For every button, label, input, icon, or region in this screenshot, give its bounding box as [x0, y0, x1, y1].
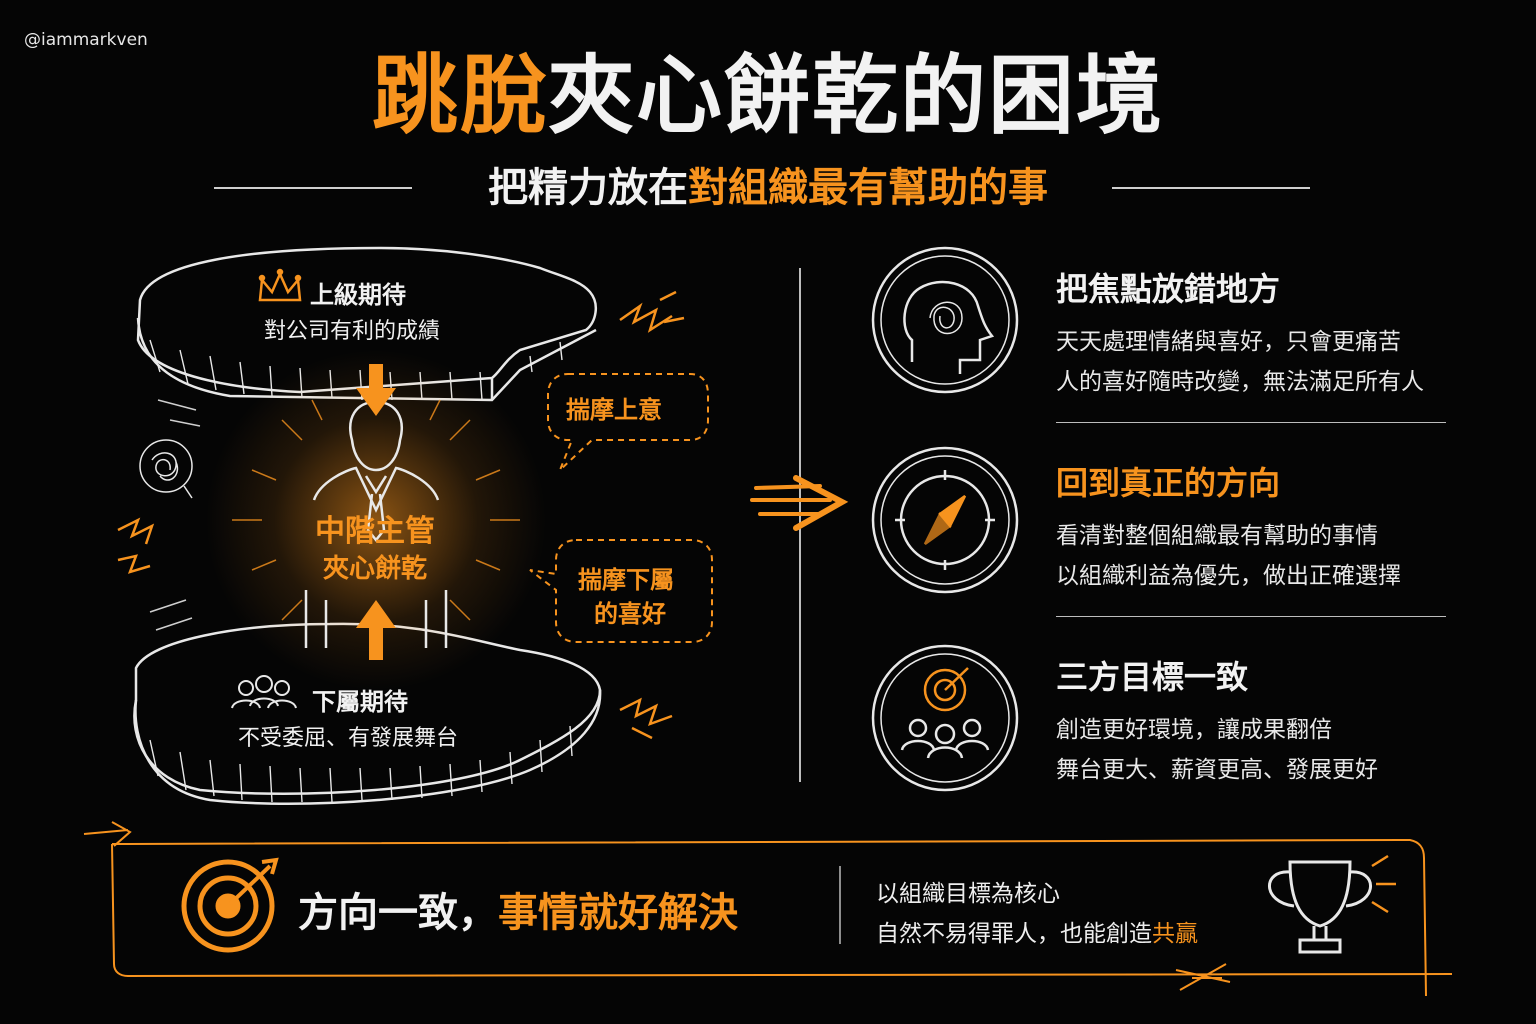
subtitle-text: 把精力放在 [488, 165, 688, 211]
title-rest: 夾心餅乾的困境 [548, 46, 1164, 146]
bottom-right-line-2: 自然不易得罪人，也能創造共贏 [876, 914, 1198, 948]
item-3-line-1: 創造更好環境，讓成果翻倍 [1056, 717, 1332, 743]
bottom-headline-part1: 方向一致， [298, 890, 498, 936]
bottom-headline: 方向一致，事情就好解決 [298, 880, 738, 938]
motion-lines-icon [149, 399, 201, 631]
subtitle-highlight: 對組織最有幫助的事 [688, 165, 1048, 211]
bottom-sub: 不受委屈、有發展舞台 [238, 726, 459, 751]
bottom-headline-part2: 事情就好解決 [498, 890, 738, 936]
top-sub: 對公司有利的成績 [264, 319, 441, 344]
item-2-line-2: 以組織利益為優先，做出正確選擇 [1056, 563, 1401, 589]
right-arrow-icon [750, 475, 849, 531]
item-1-line-1: 天天處理情緒與喜好，只會更痛苦 [1056, 329, 1401, 355]
compass-icon [871, 446, 1019, 594]
bottom-right-line-2-highlight: 共贏 [1152, 921, 1198, 947]
stress-scribble-icon [139, 439, 193, 499]
item-2-line-1: 看清對整個組織最有幫助的事情 [1056, 523, 1378, 549]
trophy-icon [1268, 860, 1372, 954]
title-highlight: 跳脫 [372, 46, 548, 146]
bottom-panel-border [83, 821, 1453, 997]
crown-icon [258, 268, 302, 302]
subtitle: 把精力放在對組織最有幫助的事 [0, 160, 1536, 216]
item-divider-1 [1056, 422, 1446, 423]
item-3-title: 三方目標一致 [1056, 658, 1249, 696]
item-2-title: 回到真正的方向 [1056, 464, 1281, 502]
middle-title: 中階主管 [315, 514, 435, 549]
middle-sub: 夾心餅乾 [322, 554, 427, 584]
glow-burst [206, 350, 546, 690]
speech-bubble-bottom [529, 539, 713, 643]
item-3-line-2: 舞台更大、薪資更高、發展更好 [1056, 757, 1378, 783]
sparkle-lines-icon [1371, 854, 1396, 914]
manager-figure-icon [304, 400, 448, 648]
page-title: 跳脫夾心餅乾的困境 [0, 46, 1536, 146]
subtitle-rule-right [1112, 187, 1310, 189]
bottom-label: 下屬期待 [312, 688, 408, 716]
author-handle: @iammarkven [24, 30, 148, 50]
lightning-icon [117, 290, 685, 740]
down-arrow-icon [356, 364, 396, 416]
tangled-mind-icon [871, 246, 1019, 394]
speech-bubble-top [547, 373, 709, 471]
target-icon [181, 857, 279, 953]
item-1-title: 把焦點放錯地方 [1056, 270, 1281, 308]
team-target-icon [871, 644, 1019, 792]
bottom-right-line-2-text: 自然不易得罪人，也能創造 [876, 921, 1152, 947]
item-divider-2 [1056, 616, 1446, 617]
bubble-top-text: 揣摩上意 [566, 396, 662, 424]
top-label: 上級期待 [310, 281, 406, 309]
item-1-line-2: 人的喜好隨時改變，無法滿足所有人 [1056, 369, 1424, 395]
burst-lines-icon [232, 380, 520, 621]
subtitle-rule-left [214, 187, 412, 189]
up-arrow-icon [356, 600, 396, 660]
bubble-bottom-text-2: 的喜好 [594, 600, 666, 628]
bubble-bottom-text-1: 揣摩下屬 [578, 566, 674, 594]
bottom-right-line-1: 以組織目標為核心 [876, 881, 1060, 907]
group-icon [231, 675, 297, 709]
